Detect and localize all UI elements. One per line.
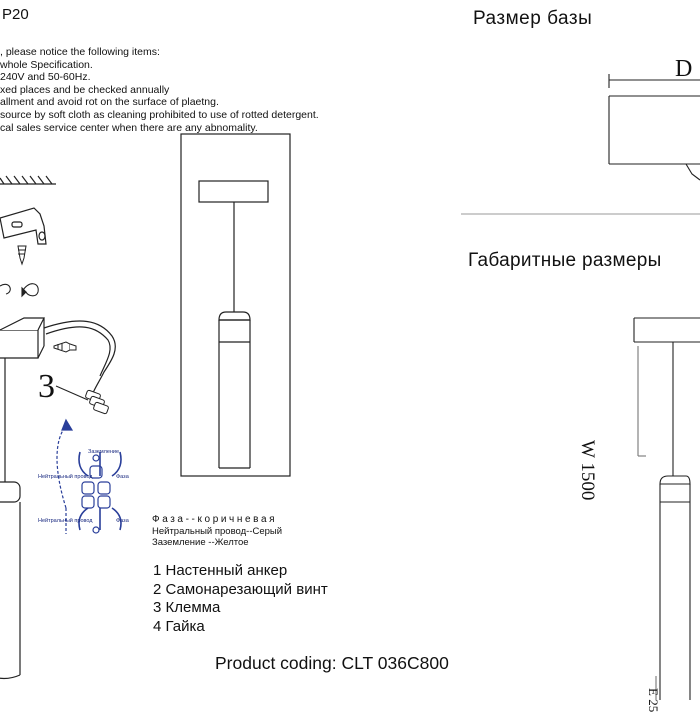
note-line: cal sales service center when there are … [0,121,258,134]
overall-dimensions-title: Габаритные размеры [468,250,662,271]
note-line: , please notice the following items: [0,46,160,58]
note-line: xed places and be checked annually [0,83,170,96]
note-line: whole Specification. [0,58,93,71]
mini-label-neutral-bottom: Нейтральный провод [38,518,93,524]
terminal-icon [85,389,109,415]
canopy-box [0,317,45,359]
ceiling-hatch [0,175,56,185]
product-coding: Product coding: CLT 036C800 [215,653,449,673]
dimension-w-label: W 1500 [577,440,598,501]
supply-wire [43,320,116,399]
part-item: 3 Клемма [153,599,221,616]
mini-label-ground: Заземление [88,449,120,455]
pendant-frame [180,133,291,477]
screw-icon [17,245,27,266]
part-item: 4 Гайка [153,617,205,635]
mini-label-phase-top: Фаза [116,474,129,480]
note-line: allment and avoid rot on the surface of … [0,96,219,109]
note-line: 240V and 50-60Hz. [0,71,91,84]
set-screw-icon [53,341,77,353]
instruction-notes: , please notice the following items: who… [0,46,319,134]
overall-dimensions-drawing [633,317,700,700]
mini-label-phase-bottom: Фаза [116,518,129,524]
callout-number: 3 [38,368,55,405]
wiring-ground: Заземление --Желтое [152,537,249,548]
dimension-d-label: D [675,56,693,82]
wiring-neutral: Нейтральный провод--Серый [152,525,283,537]
wiring-diagram [56,418,122,534]
dimension-e-label: E 25 [646,688,661,712]
note-line: source by soft cloth as cleaning prohibi… [0,108,319,121]
base-size-drawing [608,74,700,181]
base-size-title: Размер базы [473,8,593,29]
wiring-legend: Фаза--коричневая Нейтральный провод--Сер… [152,514,282,549]
ip-rating: P20 [2,6,29,23]
part-item: 1 Настенный анкер [153,562,288,579]
wiring-phase: Фаза--коричневая [152,514,278,525]
part-item: 2 Самонарезающий винт [153,580,328,598]
parts-list: 1 Настенный анкер 2 Самонарезающий винт … [153,562,328,636]
callout-leader [55,385,89,401]
pendant-left [0,358,21,680]
rotation-arrow-icon [0,283,39,298]
mounting-bracket [0,207,47,245]
mini-label-neutral-top: Нейтральный провод [38,474,93,480]
